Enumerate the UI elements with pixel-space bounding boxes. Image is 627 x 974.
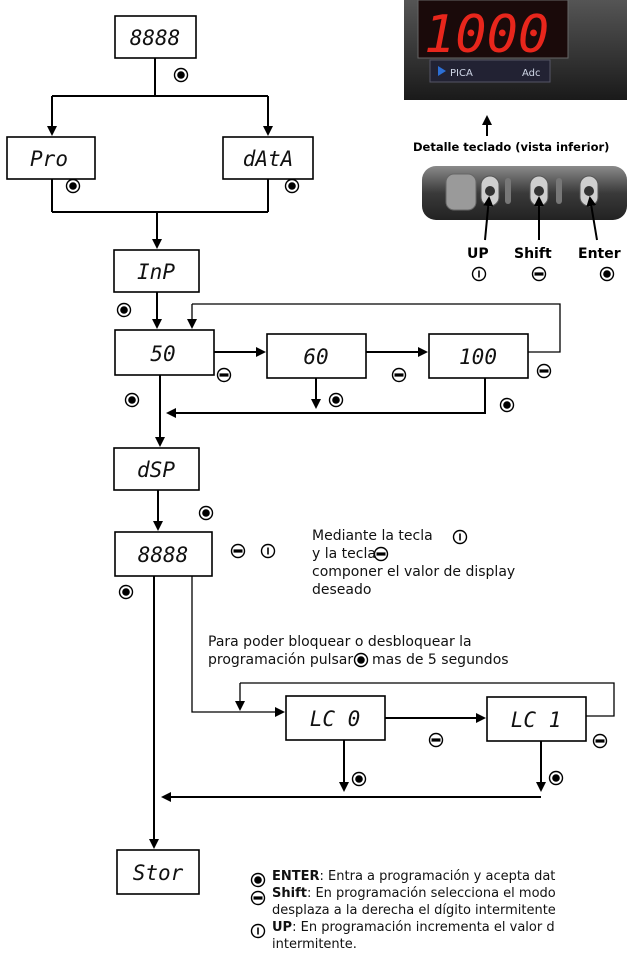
device-led-reading: 1000 xyxy=(424,5,549,65)
display-dsp-value: 8888 xyxy=(115,532,212,576)
display-60: 60 xyxy=(267,334,366,378)
up-key-label: UP xyxy=(467,246,489,262)
enter-icon xyxy=(200,507,213,520)
keypad-image xyxy=(422,166,627,220)
legend-shift: Shift: En programación selecciona el mod… xyxy=(250,885,556,902)
lock-note-line2a: programación pulsar xyxy=(208,652,353,668)
enter-icon xyxy=(550,772,563,785)
up-icon xyxy=(262,545,275,558)
svg-text:Stor: Stor xyxy=(133,861,184,885)
display-note-line3: componer el valor de display xyxy=(312,564,515,580)
shift-icon xyxy=(430,734,443,747)
shift-key-label: Shift xyxy=(514,246,552,262)
shift-icon xyxy=(538,365,551,378)
device-unit: Adc xyxy=(522,68,541,79)
shift-icon xyxy=(218,369,231,382)
enter-icon xyxy=(601,268,614,281)
legend-shift-line2: desplaza a la derecha el dígito intermit… xyxy=(250,902,556,919)
display-note-line2: y la tecla xyxy=(312,546,376,562)
display-100: 100 xyxy=(429,334,528,378)
svg-text:dSP: dSP xyxy=(137,458,175,482)
legend-up: UP: En programación incrementa el valor … xyxy=(250,919,556,936)
svg-text:Pro: Pro xyxy=(30,147,68,171)
up-icon xyxy=(473,268,486,281)
enter-key-label: Enter xyxy=(578,246,621,262)
enter-icon xyxy=(286,180,299,193)
shift-icon xyxy=(594,735,607,748)
display-lc0: LC 0 xyxy=(286,696,385,740)
shift-icon xyxy=(375,548,388,561)
display-lc1: LC 1 xyxy=(487,697,586,741)
shift-icon xyxy=(232,545,245,558)
enter-icon xyxy=(355,654,368,667)
display-50: 50 xyxy=(115,330,214,375)
device-caption: Detalle teclado (vista inferior) xyxy=(413,140,609,154)
display-note-line4: deseado xyxy=(312,582,371,598)
enter-icon xyxy=(175,69,188,82)
enter-icon xyxy=(67,180,80,193)
legend: ENTER: Entra a programación y acepta dat… xyxy=(250,868,556,953)
svg-text:dAtA: dAtA xyxy=(243,147,294,171)
legend-enter: ENTER: Entra a programación y acepta dat xyxy=(250,868,556,885)
enter-icon xyxy=(126,394,139,407)
display-stor: Stor xyxy=(117,850,199,894)
svg-text:InP: InP xyxy=(137,260,175,284)
shift-icon xyxy=(533,268,546,281)
display-inp: InP xyxy=(114,250,199,292)
enter-icon xyxy=(353,773,366,786)
display-dsp: dSP xyxy=(114,448,199,490)
svg-text:LC 1: LC 1 xyxy=(511,708,562,732)
display-data: dAtA xyxy=(223,137,313,179)
svg-text:8888: 8888 xyxy=(138,543,189,567)
device-brand: PICA xyxy=(450,68,473,79)
up-icon xyxy=(454,531,467,544)
enter-icon xyxy=(118,304,131,317)
svg-text:8888: 8888 xyxy=(130,26,181,50)
enter-icon xyxy=(501,399,514,412)
device-front-image: 1000 PICA Adc xyxy=(404,0,627,100)
enter-icon xyxy=(330,394,343,407)
svg-text:50: 50 xyxy=(150,342,175,366)
display-pro: Pro xyxy=(7,137,95,179)
legend-up-line2: intermitente. xyxy=(250,936,556,953)
svg-text:100: 100 xyxy=(459,345,497,369)
enter-icon xyxy=(120,586,133,599)
lock-note-line1: Para poder bloquear o desbloquear la xyxy=(208,634,472,650)
lock-note-line2b: mas de 5 segundos xyxy=(372,652,509,668)
svg-text:60: 60 xyxy=(303,345,328,369)
display-top: 8888 xyxy=(115,16,196,58)
display-note-line1: Mediante la tecla xyxy=(312,528,433,544)
shift-icon xyxy=(393,369,406,382)
svg-text:LC 0: LC 0 xyxy=(310,707,361,731)
